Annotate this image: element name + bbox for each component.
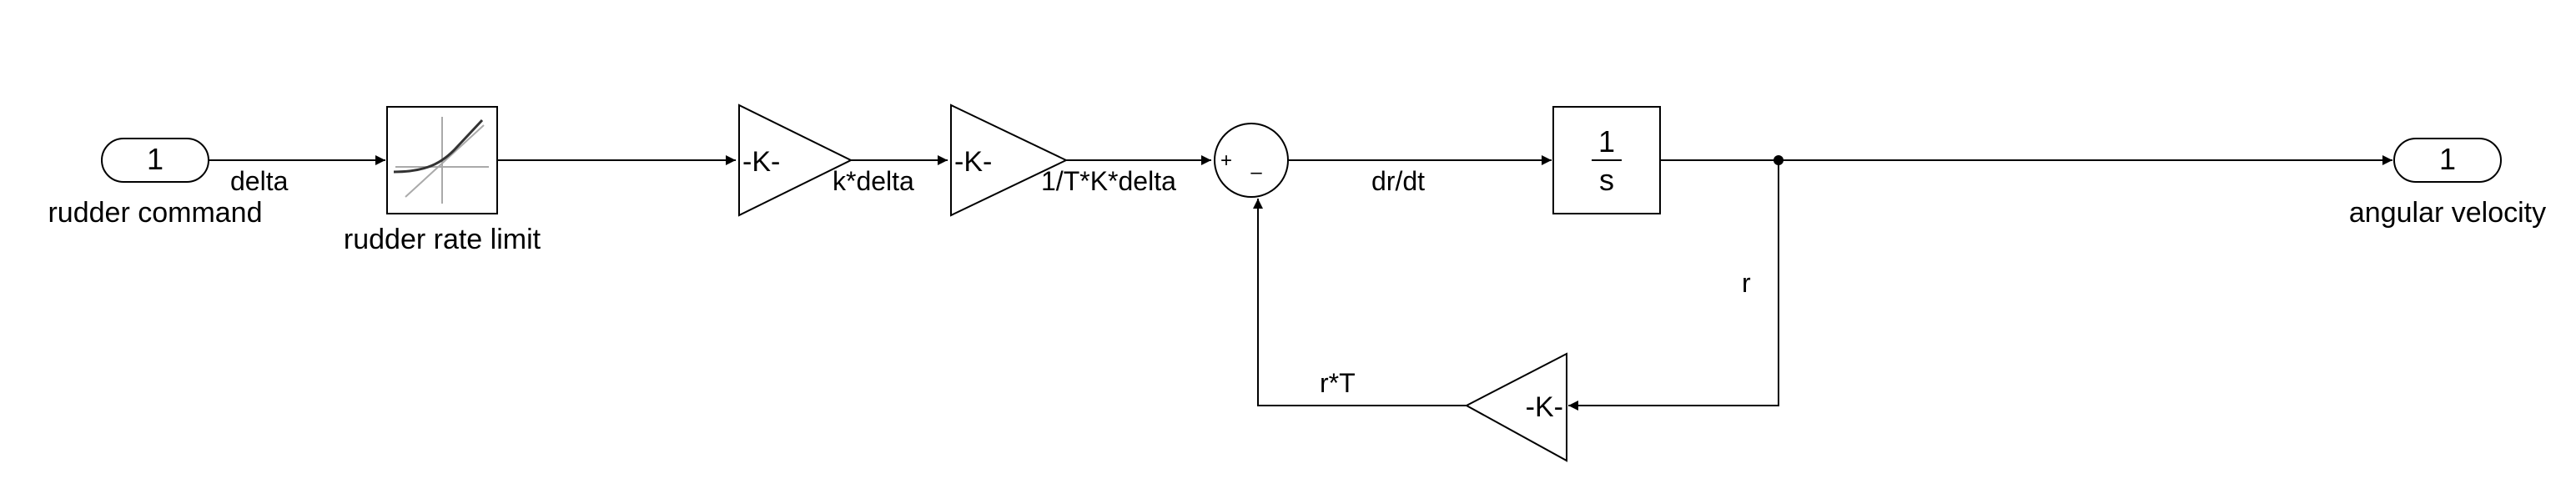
outport-angular-velocity[interactable]: 1	[2393, 138, 2502, 183]
rate-limiter-block[interactable]	[386, 106, 498, 214]
signal-label-r-t: r*T	[1320, 368, 1356, 398]
signal-label-k-delta: k*delta	[833, 166, 914, 196]
sum-minus-sign: –	[1250, 161, 1262, 184]
integrator-block[interactable]: 1 s	[1552, 106, 1661, 214]
feedback-gain-block[interactable]: -K-	[1464, 352, 1567, 462]
signal-label-dr-dt: dr/dt	[1371, 166, 1425, 196]
inport-rudder-command[interactable]: 1	[101, 138, 209, 183]
signal-label-delta: delta	[230, 166, 289, 196]
feedback-gain-label: -K-	[1526, 391, 1563, 423]
inport-number: 1	[147, 142, 164, 176]
gain-1-label: -K-	[742, 146, 780, 178]
sum-block[interactable]: + –	[1214, 123, 1289, 198]
rate-limiter-curve-icon	[393, 118, 484, 174]
gain-block-2[interactable]: -K-	[950, 103, 1069, 217]
gain-2-label: -K-	[954, 146, 992, 178]
signal-line-r-t[interactable]	[1253, 199, 1467, 406]
signal-line-r-feedback[interactable]	[1568, 160, 1779, 411]
integrator-denominator: s	[1599, 163, 1614, 197]
rate-limiter-guide	[405, 124, 485, 198]
gain-block-1[interactable]: -K-	[738, 103, 853, 217]
sum-plus-sign: +	[1220, 149, 1232, 172]
branch-point	[1774, 155, 1784, 165]
inport-name-label: rudder command	[48, 197, 262, 229]
rate-limiter-name-label: rudder rate limit	[344, 224, 541, 255]
outport-name-label: angular velocity	[2349, 197, 2546, 229]
integrator-numerator: 1	[1598, 124, 1615, 159]
outport-number: 1	[2439, 142, 2456, 176]
signal-label-inv-t-k-delta: 1/T*K*delta	[1041, 166, 1176, 196]
signal-label-r: r	[1742, 268, 1751, 298]
